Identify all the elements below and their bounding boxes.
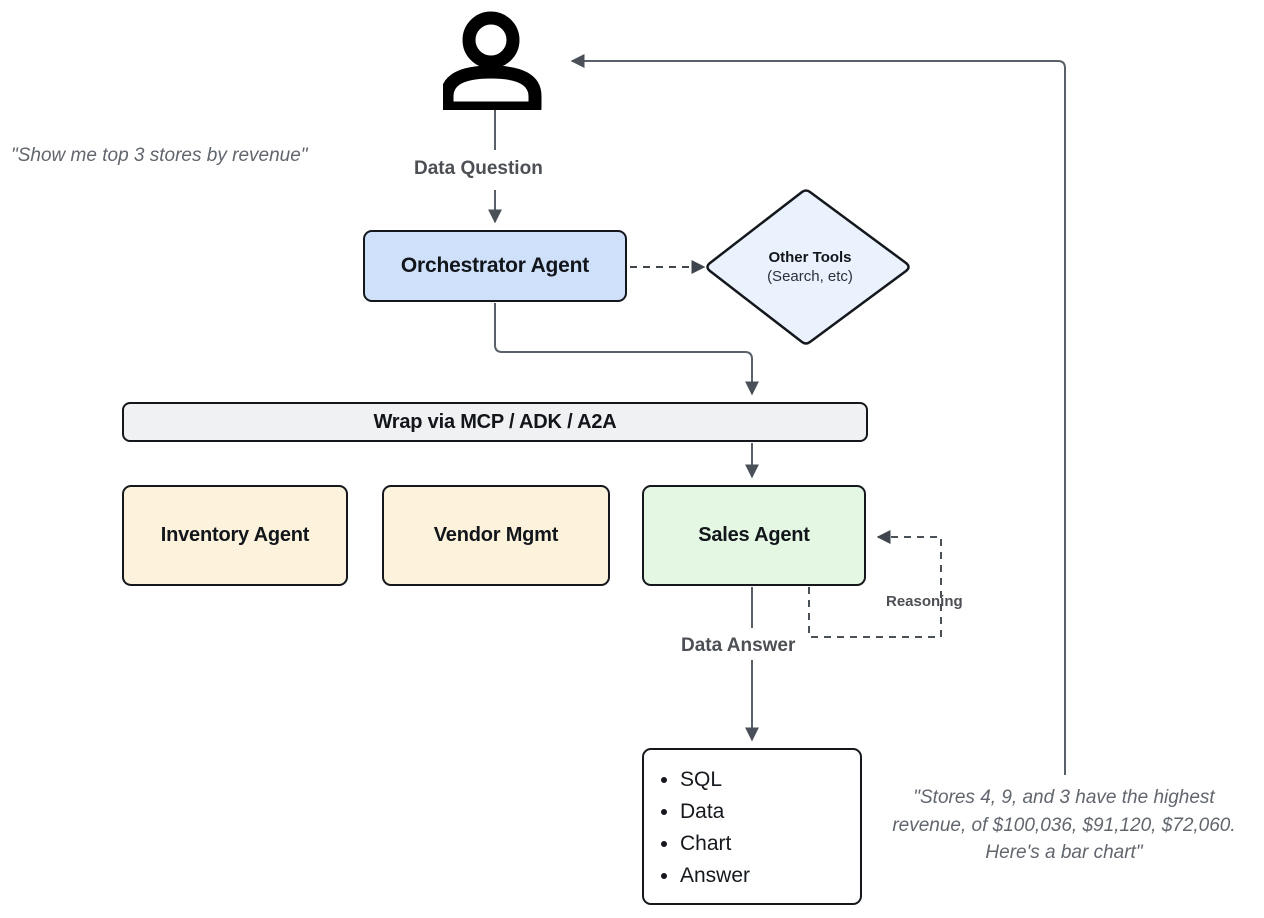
annotation-agent-answer: "Stores 4, 9, and 3 have the highest rev… bbox=[892, 787, 1236, 864]
list-item: Chart bbox=[680, 828, 860, 860]
vendor-agent-label: Vendor Mgmt bbox=[433, 524, 559, 546]
person-icon bbox=[443, 11, 542, 110]
node-output-artifacts[interactable]: SQL Data Chart Answer bbox=[642, 748, 862, 905]
edge-label-data-answer: Data Answer bbox=[681, 635, 796, 656]
other-tools-text: Other Tools (Search, etc) bbox=[706, 188, 914, 346]
node-sales-agent[interactable]: Sales Agent bbox=[642, 485, 866, 586]
node-inventory-agent[interactable]: Inventory Agent bbox=[122, 485, 348, 586]
node-wrap-via-mcp-adk-a2a[interactable]: Wrap via MCP / ADK / A2A bbox=[122, 402, 868, 442]
edge-label-reasoning: Reasoning bbox=[886, 593, 963, 610]
sales-agent-label: Sales Agent bbox=[698, 524, 810, 546]
orchestrator-agent-label: Orchestrator Agent bbox=[400, 253, 590, 277]
other-tools-sublabel: (Search, etc) bbox=[767, 268, 853, 285]
output-artifact-list: SQL Data Chart Answer bbox=[666, 764, 860, 892]
other-tools-label: Other Tools bbox=[768, 248, 852, 266]
node-vendor-mgmt-agent[interactable]: Vendor Mgmt bbox=[382, 485, 610, 586]
list-item: Data bbox=[680, 796, 860, 828]
annotation-user-question: "Show me top 3 stores by revenue" bbox=[11, 145, 308, 166]
list-item: SQL bbox=[680, 764, 860, 796]
list-item: Answer bbox=[680, 860, 860, 892]
wrap-bar-label: Wrap via MCP / ADK / A2A bbox=[373, 410, 617, 433]
edge-label-data-question: Data Question bbox=[414, 158, 543, 179]
node-other-tools[interactable]: Other Tools (Search, etc) bbox=[706, 188, 914, 346]
node-orchestrator-agent[interactable]: Orchestrator Agent bbox=[363, 230, 627, 302]
inventory-agent-label: Inventory Agent bbox=[160, 524, 310, 546]
